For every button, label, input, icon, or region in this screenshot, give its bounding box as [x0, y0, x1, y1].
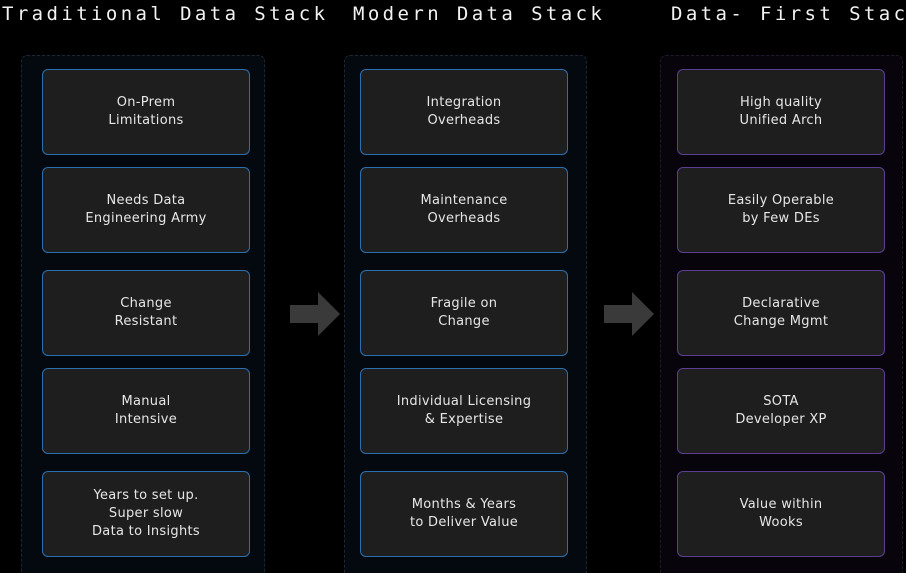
right-arrow-icon	[604, 292, 654, 336]
card-traditional-4: Manual Intensive	[42, 368, 250, 454]
right-arrow-icon	[290, 292, 340, 336]
card-label: Declarative Change Mgmt	[733, 296, 829, 329]
card-modern-5: Months & Years to Deliver Value	[360, 471, 568, 557]
card-label: High quality Unified Arch	[739, 95, 823, 128]
card-label: Manual Intensive	[114, 394, 178, 427]
card-modern-3: Fragile on Change	[360, 270, 568, 356]
card-traditional-5: Years to set up. Super slow Data to Insi…	[42, 471, 250, 557]
card-data-first-4: SOTA Developer XP	[677, 368, 885, 454]
card-data-first-5: Value within Wooks	[677, 471, 885, 557]
title-modern-data-stack: Modern Data Stack	[353, 3, 606, 25]
card-label: Months & Years to Deliver Value	[409, 497, 519, 530]
card-traditional-1: On-Prem Limitations	[42, 69, 250, 155]
card-label: Change Resistant	[114, 296, 178, 329]
card-data-first-2: Easily Operable by Few DEs	[677, 167, 885, 253]
card-label: Value within Wooks	[739, 497, 823, 530]
card-traditional-3: Change Resistant	[42, 270, 250, 356]
card-label: Maintenance Overheads	[420, 193, 508, 226]
card-label: Easily Operable by Few DEs	[727, 193, 835, 226]
title-traditional-data-stack: Traditional Data Stack	[2, 3, 329, 25]
card-modern-2: Maintenance Overheads	[360, 167, 568, 253]
card-label: On-Prem Limitations	[108, 95, 184, 128]
card-modern-1: Integration Overheads	[360, 69, 568, 155]
card-data-first-1: High quality Unified Arch	[677, 69, 885, 155]
card-label: Individual Licensing & Expertise	[396, 394, 532, 427]
card-data-first-3: Declarative Change Mgmt	[677, 270, 885, 356]
card-traditional-2: Needs Data Engineering Army	[42, 167, 250, 253]
card-label: Needs Data Engineering Army	[85, 193, 207, 226]
card-label: Years to set up. Super slow Data to Insi…	[92, 488, 200, 539]
card-label: Fragile on Change	[430, 296, 498, 329]
card-label: Integration Overheads	[426, 95, 502, 128]
card-modern-4: Individual Licensing & Expertise	[360, 368, 568, 454]
title-data-first-stack: Data- First Stack	[671, 3, 906, 25]
card-label: SOTA Developer XP	[735, 394, 827, 427]
